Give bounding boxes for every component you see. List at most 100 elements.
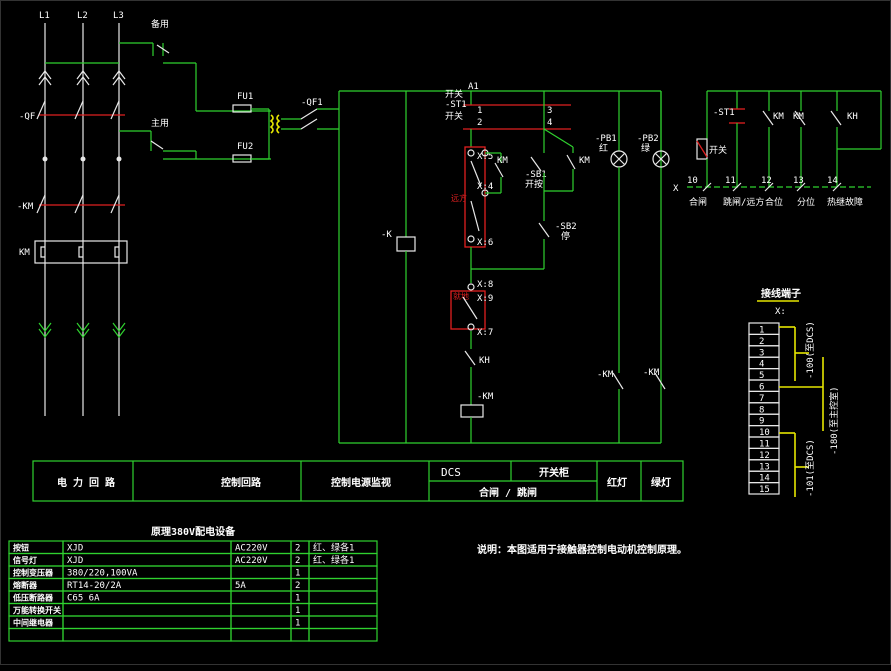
parts-cell — [308, 565, 378, 580]
pb2-sub: 绿 — [641, 142, 650, 154]
parts-cell — [308, 577, 378, 592]
parts-cell-text: 低压断路器 — [12, 593, 54, 603]
standby-label: 备用 — [151, 18, 169, 30]
parts-cell — [230, 590, 292, 605]
term-14: 14 — [827, 176, 838, 186]
pb1-sub: 红 — [599, 142, 608, 154]
x7-label: X:7 — [477, 328, 493, 338]
contact-4: 4 — [547, 118, 552, 128]
parts-cell — [62, 540, 232, 555]
terminal-number: 7 — [759, 394, 764, 404]
title-power: 电 力 回 路 — [57, 476, 116, 489]
term-label-1: 合闸 — [689, 196, 707, 208]
note-text: 说明：本图适用于接触器控制电动机控制原理。 — [477, 543, 687, 556]
km-pb2-label: -KM — [643, 368, 660, 378]
title-control: 控制回路 — [221, 476, 262, 489]
contact-1: 1 — [477, 106, 482, 116]
qf1-label: -QF1 — [301, 98, 323, 108]
st1-right-label: -ST1 — [713, 108, 735, 118]
parts-cell-text: 1 — [295, 569, 300, 579]
phase-l3-label: L3 — [113, 11, 124, 21]
sb1-sub: 开按 — [525, 178, 543, 190]
terminal-number: 15 — [759, 485, 770, 495]
parts-cell — [230, 565, 292, 580]
parts-cell-text: 控制变压器 — [13, 568, 54, 578]
phase-l1-label: L1 — [39, 11, 50, 21]
parts-cell — [308, 615, 378, 630]
contact-2: 2 — [477, 118, 482, 128]
parts-cell-text: 红、绿各1 — [313, 554, 354, 566]
term-label-2: 跳闸/远方 — [723, 196, 764, 208]
parts-cell — [62, 552, 232, 567]
term-12: 12 — [761, 176, 772, 186]
parts-cell — [230, 615, 292, 630]
local-label: 就地 — [453, 291, 469, 301]
parts-cell-text: 中间继电器 — [13, 618, 54, 628]
terminal-number: 12 — [759, 451, 770, 461]
kh-right-label: KH — [847, 112, 858, 122]
terminal-number: 10 — [759, 428, 770, 438]
parts-cell-text: 熔断器 — [13, 580, 38, 590]
terminal-number: 14 — [759, 474, 770, 484]
parts-cell-text: 万能转换开关 — [12, 605, 61, 615]
x4-label: X:4 — [477, 182, 493, 192]
kh-label: KH — [479, 356, 490, 366]
parts-cell — [62, 615, 232, 630]
terminal-number: 2 — [759, 337, 764, 347]
km-coil-label: -KM — [477, 392, 494, 402]
term-label-5: 热继故障 — [827, 196, 863, 208]
st1-label: -ST1 — [445, 100, 467, 110]
title-dcs: DCS — [441, 466, 461, 479]
terminal-number: 6 — [759, 383, 764, 393]
main-label: 主用 — [151, 117, 169, 129]
parts-cell — [230, 602, 292, 617]
st1-bottom: 开关 — [445, 110, 463, 122]
parts-cell-text: AC220V — [235, 556, 268, 566]
km-block-label: KM — [19, 248, 30, 258]
fu1-label: FU1 — [237, 92, 253, 102]
parts-cell-text: 380/220,100VA — [67, 569, 138, 579]
parts-cell-text: 2 — [295, 556, 300, 566]
term-10: 10 — [687, 176, 698, 186]
sb1-label: -SB1 — [525, 170, 547, 180]
pb2-label: -PB2 — [637, 134, 659, 144]
st1-right-sub: 开关 — [709, 144, 727, 156]
parts-cell-text: 1 — [295, 594, 300, 604]
terminal-number: 3 — [759, 348, 764, 358]
term-label-3: 合位 — [765, 196, 783, 208]
sb2-sub: 停 — [561, 230, 570, 242]
node-a1: A1 — [468, 82, 479, 92]
terminal-side1: -100(至DCS) — [805, 321, 816, 379]
parts-cell — [62, 602, 232, 617]
power-circuit: L1 L2 L3 备用 -QF 主用 — [17, 11, 271, 416]
parts-cell-text: XJD — [67, 556, 83, 566]
terminal-subtitle: X: — [775, 307, 786, 317]
terminal-cell — [748, 482, 780, 495]
parts-cell-text: 2 — [295, 581, 300, 591]
km-pb1-label: -KM — [597, 370, 614, 380]
control-circuit: -K A1 -ST1 开关 开关 1 2 3 4 远方 X:5 X:4 X:6 … — [338, 82, 670, 444]
title-switch-cab: 开关柜 — [539, 466, 569, 479]
term-label-4: 分位 — [797, 196, 815, 208]
km-right2-label: KM — [793, 112, 804, 122]
contact-3: 3 — [547, 106, 552, 116]
km-parallel-label: KM — [579, 156, 590, 166]
x8-label: X:8 — [477, 280, 493, 290]
terminal-side3: -101(至DCS) — [805, 439, 816, 497]
x5-label: X:5 — [477, 152, 493, 162]
parts-cell-text: 信号灯 — [13, 555, 37, 565]
title-green-lamp: 绿灯 — [651, 476, 671, 489]
terminal-number: 13 — [759, 462, 770, 472]
parts-cell — [308, 602, 378, 617]
km-hold-label: KM — [497, 156, 508, 166]
parts-cell — [290, 627, 310, 642]
signal-circuit: 开关 -ST1 KM KM KH X 10 11 12 13 14 合闸 跳闸/… — [673, 90, 882, 208]
parts-cell-text: C65 6A — [67, 594, 100, 604]
km-left-label: -KM — [17, 202, 34, 212]
k-coil-label: -K — [381, 230, 392, 240]
parts-cell-text: AC220V — [235, 544, 268, 554]
title-row: 电 力 回 路 控制回路 控制电源监视 DCS 开关柜 合闸 / 跳闸 红灯 绿… — [32, 460, 684, 502]
